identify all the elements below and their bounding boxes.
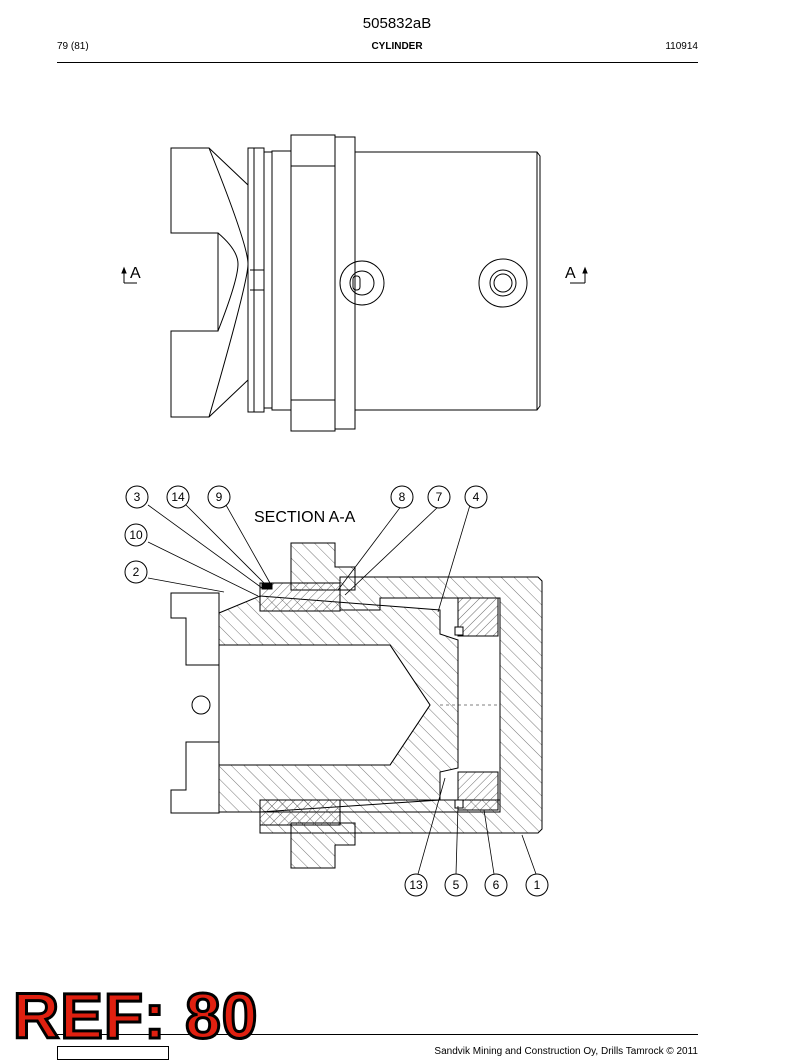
copyright-notice: Sandvik Mining and Construction Oy, Dril… [434,1046,698,1057]
svg-text:3: 3 [134,490,141,504]
callout-3: 3 [125,485,149,509]
svg-text:4: 4 [473,490,480,504]
callout-7: 7 [427,485,451,509]
svg-text:1: 1 [534,878,541,892]
port-right [478,258,528,308]
view-marker-right: A [565,265,576,282]
svg-text:13: 13 [409,878,423,892]
callout-5: 5 [444,873,468,897]
header-divider [57,62,698,63]
callout-1: 1 [525,873,549,897]
callout-10: 10 [124,523,148,547]
date-code: 110914 [665,41,698,52]
collar-nut-bottom [290,822,356,869]
svg-text:14: 14 [171,490,185,504]
callout-9: 9 [207,485,231,509]
seal-pack-top [259,582,341,612]
svg-text:6: 6 [493,878,500,892]
callout-13: 13 [404,873,428,897]
footer-divider [57,1034,698,1035]
svg-text:10: 10 [129,528,143,542]
claw-end [170,147,249,418]
svg-text:8: 8 [399,490,406,504]
page-title: CYLINDER [371,41,423,52]
flange-ring [247,147,265,413]
svg-text:9: 9 [216,490,223,504]
callout-6: 6 [484,873,508,897]
callout-2: 2 [124,560,148,584]
leader-lines [147,504,537,875]
page-reference: 79 (81) [57,41,89,52]
callout-14: 14 [166,485,190,509]
callout-4: 4 [464,485,488,509]
view-marker-left: A [130,265,141,282]
svg-text:7: 7 [436,490,443,504]
callout-8: 8 [390,485,414,509]
section-label: SECTION A-A [254,509,356,526]
port-left [339,260,385,306]
external-view [121,134,588,432]
seal-pack-bottom [259,799,341,826]
reference-stamp: REF: 80 [11,980,259,1052]
document-code: 505832aB [362,15,432,32]
collar [271,150,292,411]
section-view [170,542,543,869]
svg-text:5: 5 [453,878,460,892]
svg-text:2: 2 [133,565,140,579]
